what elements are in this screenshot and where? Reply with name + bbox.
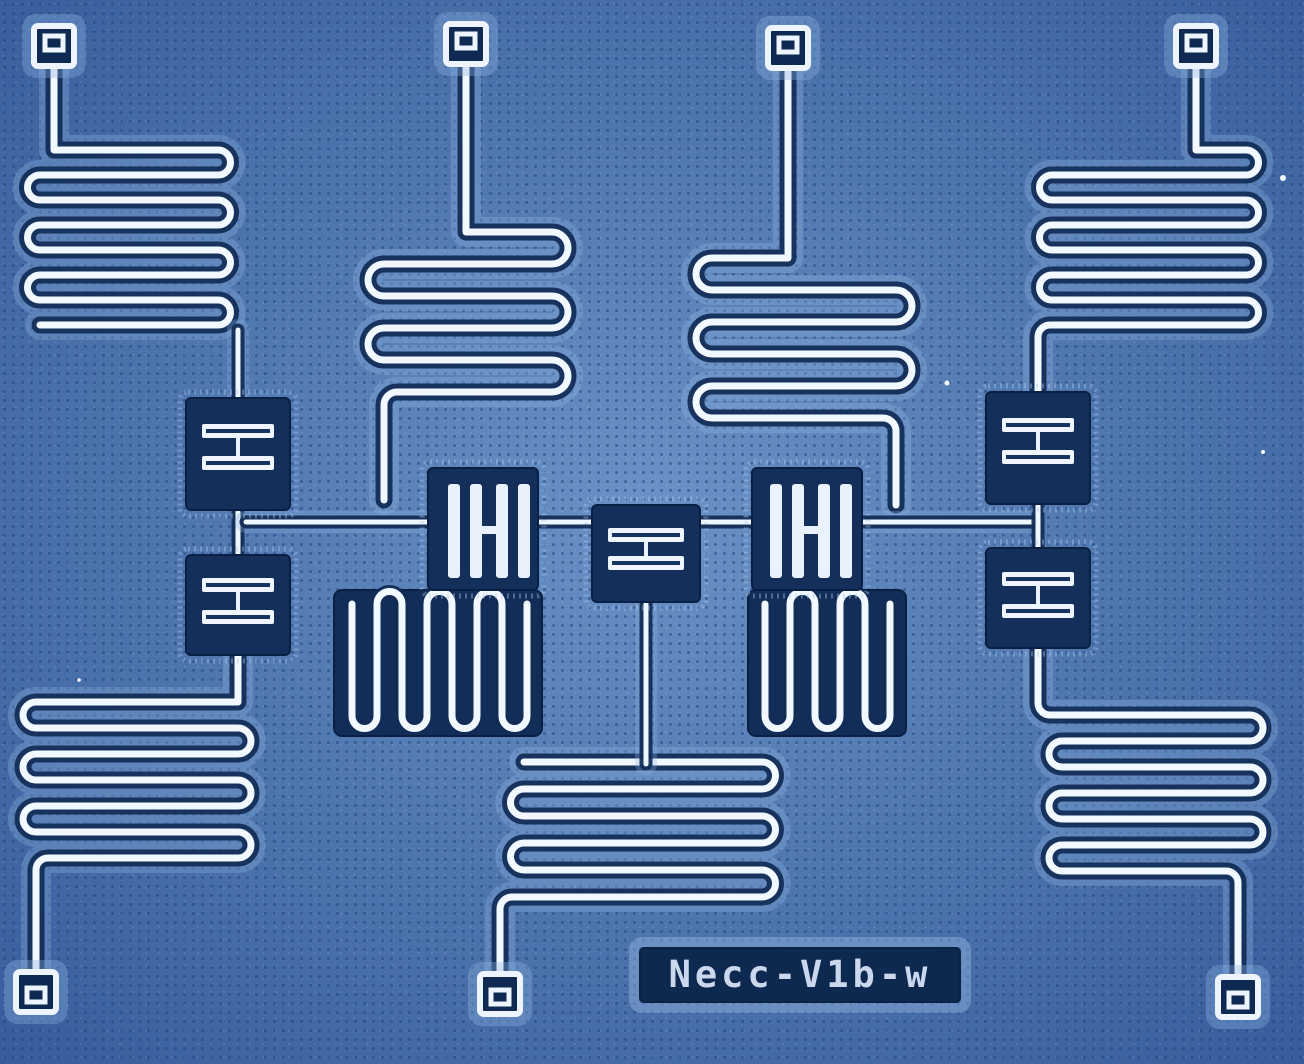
qubit-center-left-halo (419, 459, 547, 599)
launch-pad-bottom-center (468, 962, 532, 1026)
qubit-left-upper-halo (177, 389, 299, 519)
dust-speck-4 (77, 678, 81, 682)
qubit-right-lower-slit-a (1006, 577, 1070, 581)
qubit-center-right-halo (743, 459, 871, 599)
qubit-center-left-finger-3 (496, 484, 508, 578)
qubit-left-lower-halo (177, 546, 299, 664)
launch-pad-top-center-right-glow (756, 16, 820, 80)
chip-label-text: Necc-V1b-w (669, 953, 932, 996)
qubit-left-upper (177, 389, 299, 519)
launch-pad-top-right-slot (1184, 33, 1208, 53)
qubit-left-upper-slit-a (206, 429, 270, 433)
qubit-right-lower-slit-b (1006, 609, 1070, 613)
qubit-center-left-bridge (482, 526, 496, 534)
launch-pad-bottom-center-glow (468, 962, 532, 1026)
qubit-left-upper-junction (236, 438, 240, 456)
launch-pad-bottom-right-slot (1226, 990, 1250, 1010)
qubit-right-upper-halo (977, 383, 1099, 513)
launch-pad-bottom-center-ring (477, 971, 523, 1017)
dust-speck-1 (1280, 175, 1286, 181)
qubit-right-upper (977, 383, 1099, 513)
chip-label-plate (639, 947, 961, 1003)
chip-label-halo (629, 937, 971, 1013)
qubit-center-halo (583, 496, 709, 611)
launch-pad-top-center-left (434, 12, 498, 76)
bus-well-left (333, 589, 543, 737)
launch-pad-bottom-left-glow (4, 960, 68, 1024)
launch-pad-bottom-center-slot (488, 987, 512, 1007)
qubit-right-lower-halo (977, 539, 1099, 657)
chip-label: Necc-V1b-w (629, 937, 971, 1013)
qubit-center-right (743, 459, 871, 599)
launch-pad-top-left (22, 14, 86, 78)
launch-pad-top-center-right-slot (776, 35, 800, 55)
qubit-left-lower-slit-a (206, 583, 270, 587)
launch-pad-top-center-left-ring (443, 21, 489, 67)
qubit-left-lower-slit-b (206, 615, 270, 619)
qubit-center-slit-b (612, 561, 680, 565)
qubit-center-right-finger-1 (770, 484, 782, 578)
dust-specks (77, 175, 1286, 682)
qubit-left-lower (177, 546, 299, 664)
launch-pad-bottom-left (4, 960, 68, 1024)
qubit-center-junction (644, 542, 648, 556)
launch-pad-bottom-right-glow (1206, 965, 1270, 1029)
qubit-center-right-bridge (804, 526, 818, 534)
launch-pad-top-center-left-glow (434, 12, 498, 76)
launch-pad-bottom-right (1206, 965, 1270, 1029)
launch-pad-top-right (1164, 14, 1228, 78)
launch-pad-bottom-right-ring (1215, 974, 1261, 1020)
launch-pad-top-left-glow (22, 14, 86, 78)
qubit-center-left-finger-1 (448, 484, 460, 578)
dust-speck-2 (944, 380, 950, 386)
qubit-center-left (419, 459, 547, 599)
dust-speck-3 (1261, 450, 1265, 454)
qubit-center-left-finger-4 (518, 484, 530, 578)
qubit-right-upper-slit-b (1006, 455, 1070, 459)
launch-pad-top-center-left-slot (454, 31, 478, 51)
launch-pad-top-right-ring (1173, 23, 1219, 69)
qubit-center-right-finger-3 (818, 484, 830, 578)
launch-pad-bottom-left-ring (13, 969, 59, 1015)
launch-pad-top-center-right-ring (765, 25, 811, 71)
qubit-center (583, 496, 709, 611)
qubit-center-slit-a (612, 533, 680, 537)
qubit-center-right-finger-2 (792, 484, 804, 578)
launch-pad-top-left-ring (31, 23, 77, 69)
launch-pad-bottom-left-slot (24, 985, 48, 1005)
qubit-center-left-finger-2 (470, 484, 482, 578)
qubit-center-right-finger-4 (840, 484, 852, 578)
qubit-left-upper-slit-b (206, 461, 270, 465)
qubit-right-upper-junction (1036, 432, 1040, 450)
qubit-left-lower-junction (236, 592, 240, 610)
bus-well-right (747, 589, 907, 737)
launch-pad-top-center-right (756, 16, 820, 80)
launch-pad-top-right-glow (1164, 14, 1228, 78)
qubit-right-lower-junction (1036, 586, 1040, 604)
qubit-right-lower (977, 539, 1099, 657)
qubit-right-upper-slit-a (1006, 423, 1070, 427)
launch-pad-top-left-slot (42, 33, 66, 53)
